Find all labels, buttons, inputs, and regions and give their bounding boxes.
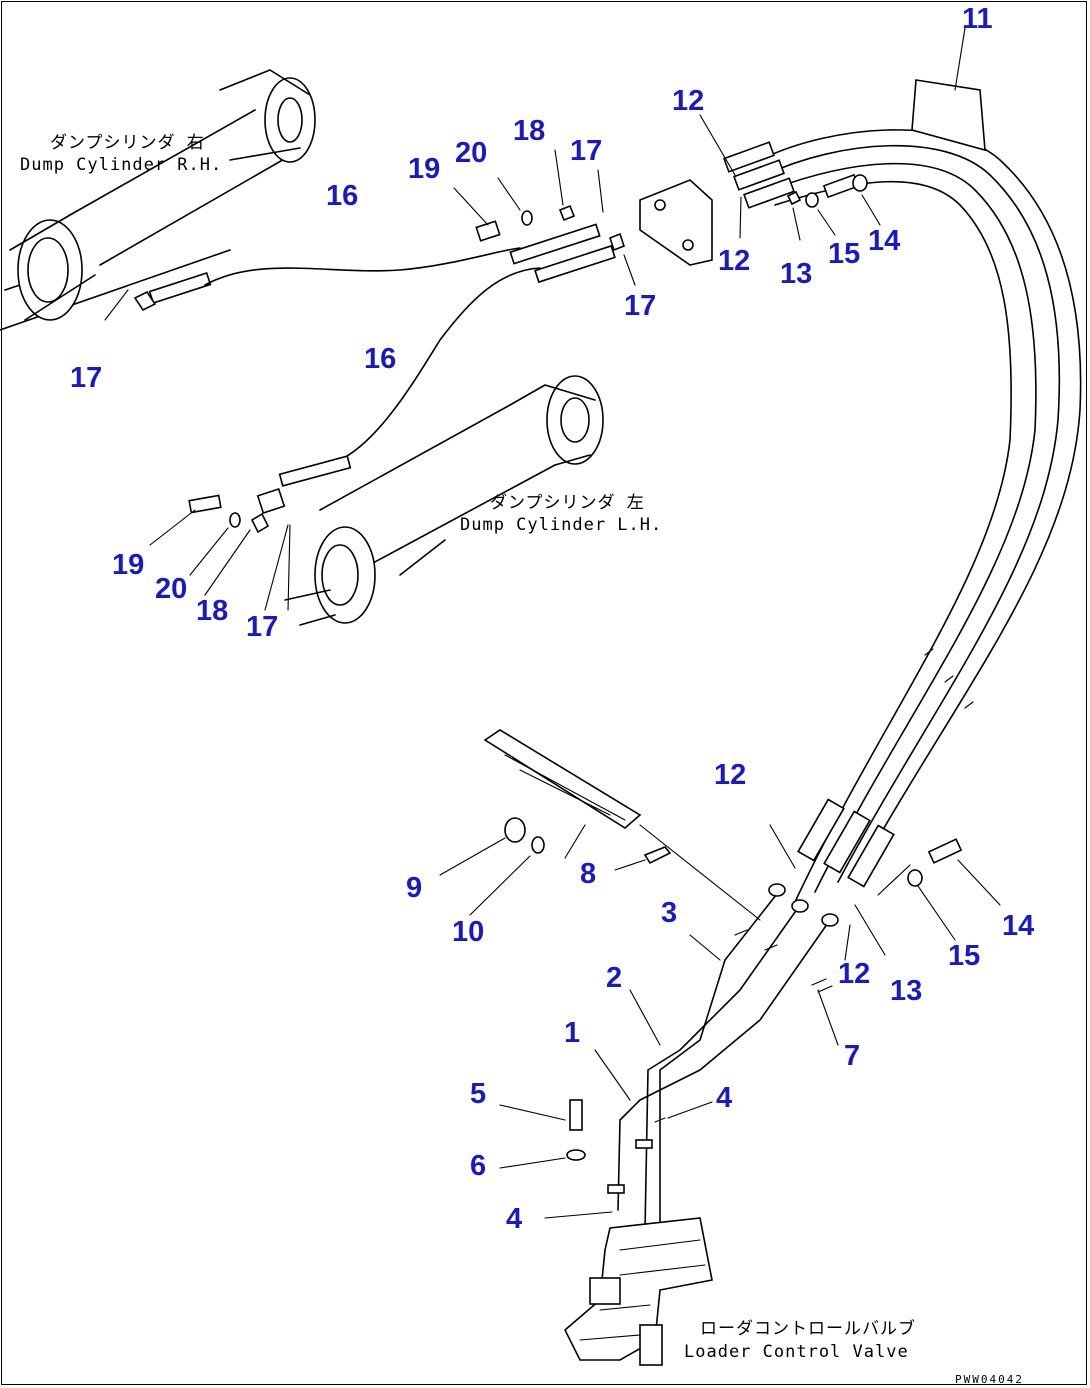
callout-12: 12 xyxy=(718,245,750,277)
callout-10: 10 xyxy=(452,916,484,948)
callout-14: 14 xyxy=(868,225,900,257)
callout-20: 20 xyxy=(455,137,487,169)
callout-20: 20 xyxy=(155,573,187,605)
callout-5: 5 xyxy=(470,1078,486,1110)
callout-1: 1 xyxy=(564,1017,580,1049)
dump-cylinder-lh xyxy=(149,375,604,626)
callout-16: 16 xyxy=(326,180,358,212)
dump-cylinder-rh xyxy=(0,69,316,331)
callout-17: 17 xyxy=(246,611,278,643)
callout-17: 17 xyxy=(570,135,602,167)
top-bracket xyxy=(639,114,881,266)
callout-3: 3 xyxy=(661,897,677,929)
callout-8: 8 xyxy=(580,858,596,890)
callout-7: 7 xyxy=(844,1040,860,1072)
loader-valve-label-jp: ローダコントロールバルブ xyxy=(700,1318,916,1339)
callout-17: 17 xyxy=(624,290,656,322)
loader-control-valve xyxy=(564,1217,713,1366)
callout-11: 11 xyxy=(962,3,993,35)
callout-19: 19 xyxy=(112,549,144,581)
callout-18: 18 xyxy=(513,115,545,147)
loader-valve-label-en: Loader Control Valve xyxy=(684,1342,909,1362)
dump-cylinder-rh-label-jp: ダンプシリンダ 右 xyxy=(50,133,205,153)
callout-13: 13 xyxy=(890,975,922,1007)
dump-cylinder-rh-label-en: Dump Cylinder R.H. xyxy=(20,155,222,175)
dump-cylinder-lh-label-en: Dump Cylinder L.H. xyxy=(460,515,662,535)
callout-12: 12 xyxy=(838,958,870,990)
callout-15: 15 xyxy=(948,940,980,972)
callout-9: 9 xyxy=(406,872,422,904)
main-hose-bundle xyxy=(759,129,1082,903)
callout-6: 6 xyxy=(470,1150,486,1182)
callout-12: 12 xyxy=(714,759,746,791)
callout-4: 4 xyxy=(506,1203,522,1235)
callout-12: 12 xyxy=(672,85,704,117)
callout-18: 18 xyxy=(196,595,228,627)
dump-cylinder-lh-label-jp: ダンプシリンダ 左 xyxy=(490,493,645,513)
hose-guard-part-8 xyxy=(439,729,761,921)
steel-tubes xyxy=(499,824,1001,1231)
hose-sleeve-part-11 xyxy=(911,27,986,152)
hose-16-upper xyxy=(204,149,636,461)
callout-17: 17 xyxy=(70,362,102,394)
callout-15: 15 xyxy=(828,238,860,270)
callout-4: 4 xyxy=(716,1082,732,1114)
drawing-code: PWW04042 xyxy=(955,1373,1024,1386)
callout-13: 13 xyxy=(780,258,812,290)
callout-16: 16 xyxy=(364,343,396,375)
callout-19: 19 xyxy=(408,153,440,185)
callout-14: 14 xyxy=(1002,910,1034,942)
callout-2: 2 xyxy=(606,962,622,994)
